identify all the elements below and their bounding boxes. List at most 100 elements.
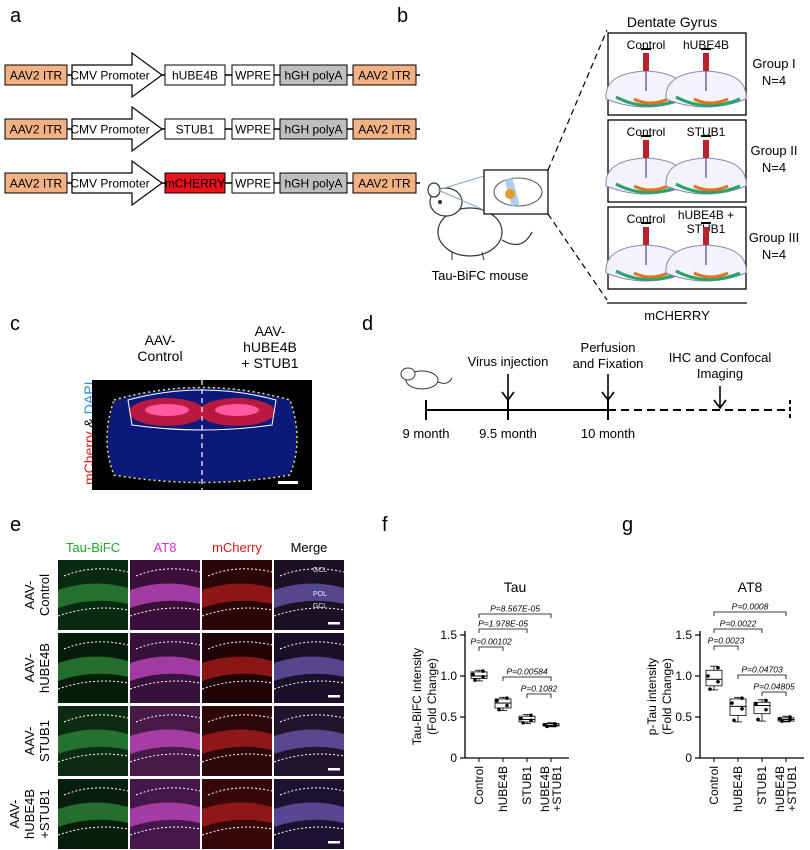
panel-label-g: g xyxy=(622,514,634,536)
y-tick-label: 1.5 xyxy=(675,628,692,642)
svg-text:Tau-BiFC intensity: Tau-BiFC intensity xyxy=(410,648,424,745)
data-point xyxy=(778,716,782,721)
injection-syringe xyxy=(703,227,709,245)
p-value-annotation: P=1.978E-05 xyxy=(478,619,528,633)
data-point xyxy=(505,696,509,700)
x-tick-label: Control xyxy=(472,766,486,805)
itr-left-box-label: AAV2 ITR xyxy=(10,177,63,191)
svg-text:(Fold Change): (Fold Change) xyxy=(660,658,674,735)
data-point xyxy=(497,707,501,712)
data-point xyxy=(730,701,734,705)
injection-syringe xyxy=(703,140,709,158)
micrograph-tile xyxy=(129,779,201,849)
layer-label: POL xyxy=(313,591,327,598)
layer-label: GCL xyxy=(313,603,328,610)
y-tick-label: 1.0 xyxy=(440,669,457,683)
promoter-arrow xyxy=(71,51,164,99)
row-label: AAV-Control xyxy=(22,574,52,616)
event-perfusion-line2: and Fixation xyxy=(573,356,644,371)
box-mark xyxy=(494,696,512,762)
svg-text:(Fold Change): (Fold Change) xyxy=(425,658,439,735)
chart-title: AT8 xyxy=(738,579,763,595)
svg-text:hUBE4B: hUBE4B xyxy=(773,766,787,812)
column-header: AT8 xyxy=(154,540,177,555)
box-mark xyxy=(753,698,771,762)
svg-text:hUBE4B: hUBE4B xyxy=(538,766,552,812)
data-point xyxy=(756,717,760,722)
data-point xyxy=(529,718,533,723)
micrograph-tile xyxy=(201,779,273,849)
x-tick-label: hUBE4B xyxy=(538,766,552,812)
c-right-label: AAV-hUBE4B+ STUB1 xyxy=(241,323,299,371)
svg-text:STUB1: STUB1 xyxy=(37,720,52,762)
promoter-label: CMV Promoter xyxy=(70,69,149,83)
scale-bar xyxy=(328,768,340,771)
data-point xyxy=(716,679,720,684)
scale-bar xyxy=(328,622,340,625)
p-value-annotation: P=0.04703 xyxy=(737,665,787,679)
p-value-annotation: P=0.00102 xyxy=(470,637,512,651)
promoter-label: CMV Promoter xyxy=(70,123,149,137)
event-virus-injection: Virus injection xyxy=(468,354,549,369)
y-tick-label: 1.5 xyxy=(440,628,457,642)
micrograph-tile xyxy=(57,633,129,703)
scale-bar xyxy=(278,481,298,484)
group-left-label: Control xyxy=(627,125,666,139)
scale-bar xyxy=(328,695,340,698)
panel-label-a: a xyxy=(10,5,22,27)
p-value-annotation: P=0.1082 xyxy=(521,684,558,698)
micrograph-tile xyxy=(273,706,345,776)
itr-right-box-label: AAV2 ITR xyxy=(358,69,411,83)
injection-syringe xyxy=(643,53,649,71)
column-header: Tau-BiFC xyxy=(66,540,120,555)
y-tick-label: 1.0 xyxy=(675,669,692,683)
data-point xyxy=(481,675,485,679)
row-label: AAV-hUBE4B+STUB1 xyxy=(7,789,52,839)
svg-text:Control: Control xyxy=(472,766,486,805)
itr-right-box xyxy=(352,118,417,140)
p-value-annotation: P=0.0008 xyxy=(713,602,787,616)
y-tick-label: 0.5 xyxy=(675,710,692,724)
data-point xyxy=(764,707,768,712)
micrograph-tile xyxy=(129,633,201,703)
data-point xyxy=(708,687,712,691)
arrow-down-icon xyxy=(713,386,727,410)
data-point xyxy=(780,719,784,723)
svg-text:Control: Control xyxy=(707,766,721,805)
itr-left-box xyxy=(4,172,68,194)
arrow-down-icon xyxy=(601,374,615,402)
gene-box xyxy=(164,118,226,140)
group-name: Group I xyxy=(752,56,795,71)
x-tick-label: Control xyxy=(707,766,721,805)
svg-text:p-Tau intensity: p-Tau intensity xyxy=(645,658,659,735)
panel-label-e: e xyxy=(10,514,22,536)
group-name: Group III xyxy=(749,230,800,245)
micrograph-tile xyxy=(129,706,201,776)
panel-d-timeline: Virus injection Perfusion and Fixation I… xyxy=(400,340,791,441)
wpre-box-label: WPRE xyxy=(235,123,271,137)
scale-bar xyxy=(328,841,340,844)
polya-box-label: hGH polyA xyxy=(284,123,342,137)
svg-text:P=8.567E-05: P=8.567E-05 xyxy=(490,604,540,614)
micrograph-tile xyxy=(129,560,201,630)
gene-box-label: mCHERRY xyxy=(165,177,225,191)
time-9-month: 9 month xyxy=(403,426,450,441)
data-point xyxy=(471,672,475,677)
svg-text:P=0.0023: P=0.0023 xyxy=(708,636,745,646)
svg-text:P=0.00102: P=0.00102 xyxy=(470,637,512,647)
data-point xyxy=(543,722,547,727)
svg-text:AAV-: AAV- xyxy=(22,654,37,683)
group-n: N=4 xyxy=(762,247,786,262)
micrograph-tile xyxy=(201,706,273,776)
wpre-box xyxy=(231,118,275,140)
y-tick-label: 0 xyxy=(450,751,457,765)
panel-label-d: d xyxy=(362,313,374,335)
group-right-label: hUBE4B xyxy=(683,38,729,52)
gene-box xyxy=(164,64,226,86)
injection-syringe xyxy=(643,227,649,245)
polya-box xyxy=(279,118,348,140)
